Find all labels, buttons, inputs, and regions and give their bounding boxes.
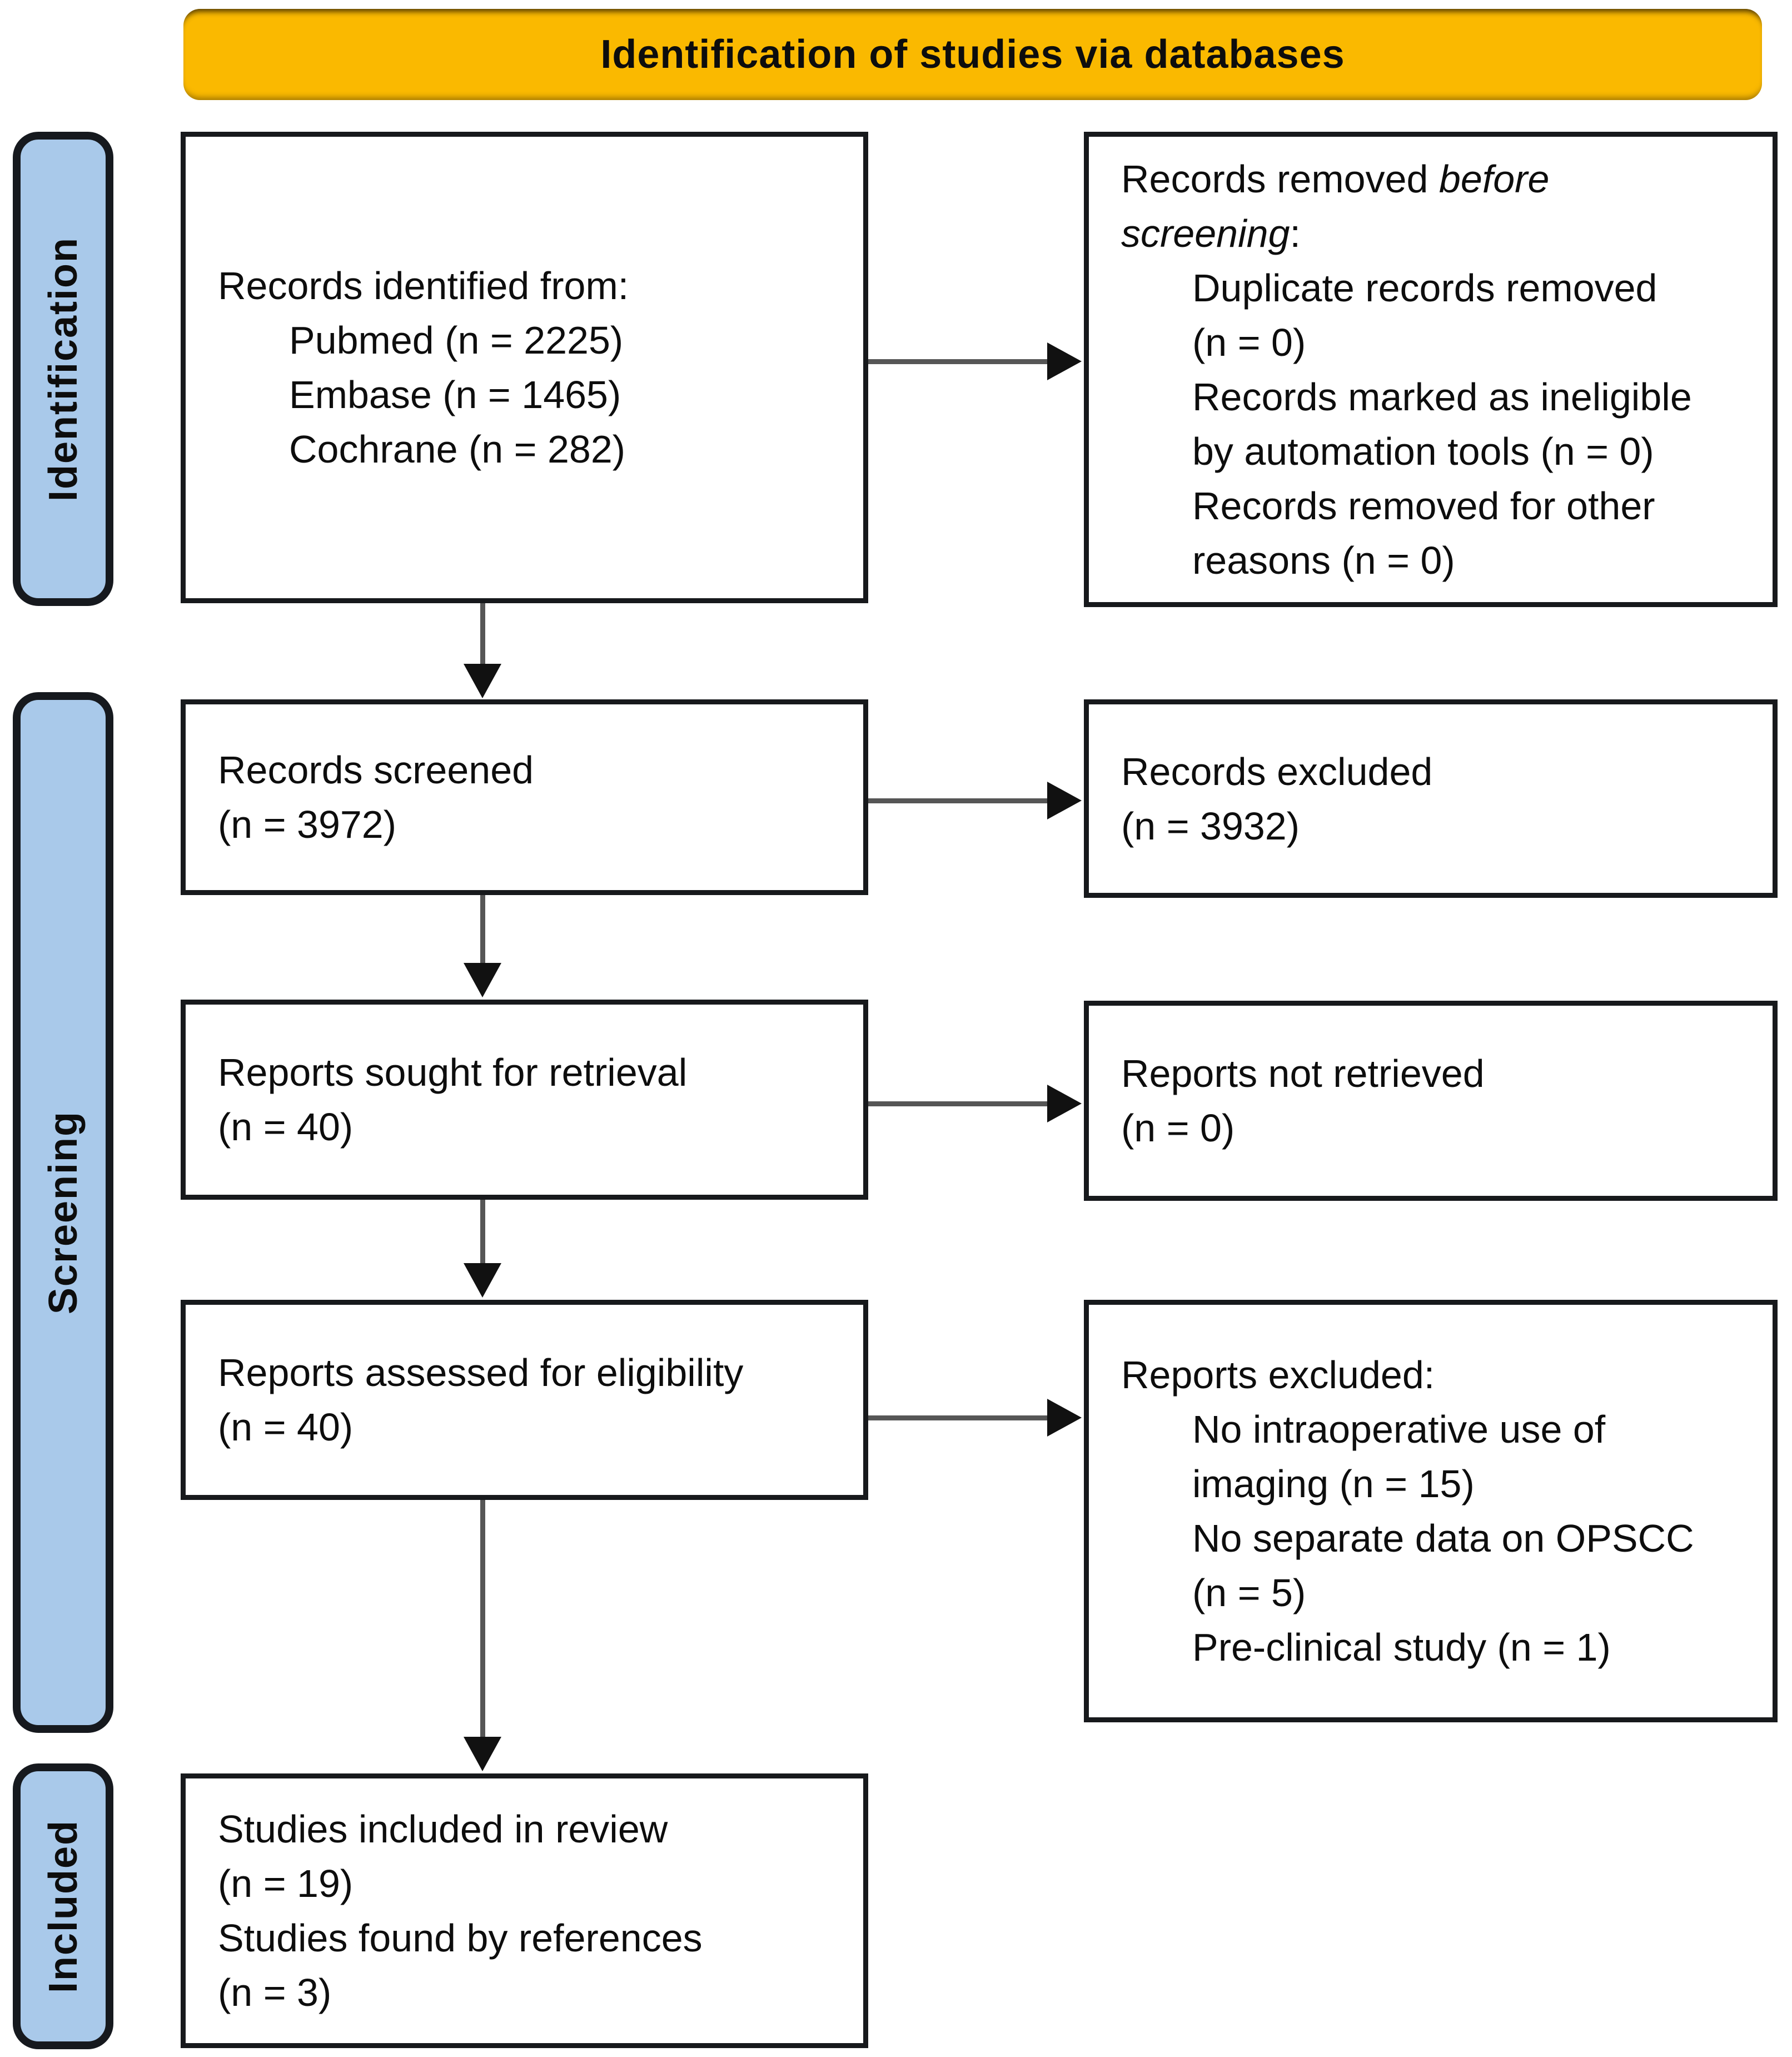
text-line: reasons (n = 0) [1192, 538, 1455, 582]
box-reports-sought-text: Reports sought for retrieval (n = 40) [218, 1045, 850, 1154]
text-line: Embase (n = 1465) [289, 373, 621, 416]
text-line: Records excluded [1121, 749, 1433, 793]
box-records-screened-text: Records screened (n = 3972) [218, 743, 850, 852]
banner-label: Identification of studies via databases [600, 32, 1345, 77]
text-line: Records removed before [1121, 157, 1550, 201]
box-reports-excluded-text: Reports excluded: No intraoperative use o… [1121, 1348, 1759, 1675]
arrow-line [480, 895, 485, 966]
arrow-line [868, 359, 1048, 364]
stage-identification-label: Identification [41, 236, 86, 501]
text-line: No intraoperative use of [1192, 1408, 1606, 1451]
text-line: (n = 40) [218, 1405, 354, 1449]
text-line: Cochrane (n = 282) [289, 428, 626, 471]
text-line: Records marked as ineligible [1192, 375, 1692, 419]
text-line: Pubmed (n = 2225) [289, 319, 624, 362]
box-reports-not-retrieved: Reports not retrieved (n = 0) [1084, 1001, 1778, 1201]
text-line: (n = 0) [1121, 1106, 1235, 1150]
box-reports-assessed: Reports assessed for eligibility (n = 40) [181, 1300, 868, 1500]
text-line: Records identified from: [218, 264, 629, 307]
text-line: (n = 19) [218, 1862, 354, 1905]
box-records-removed: Records removed before screening: Duplicat… [1084, 132, 1778, 607]
banner-identification-via-databases: Identification of studies via databases [183, 9, 1762, 100]
text-line: Records removed for other [1192, 484, 1655, 528]
arrow-line [868, 798, 1048, 803]
text-line: (n = 3) [218, 1971, 332, 2014]
text-line: Studies found by references [218, 1916, 703, 1960]
text-line: screening: [1121, 211, 1301, 255]
box-records-removed-text: Records removed before screening: Duplicat… [1121, 152, 1759, 588]
text-line: Reports not retrieved [1121, 1052, 1485, 1095]
arrow-line [868, 1101, 1048, 1106]
text-line: Reports sought for retrieval [218, 1051, 688, 1094]
arrow-line [480, 603, 485, 667]
text-line: (n = 40) [218, 1105, 354, 1149]
box-records-excluded-text: Records excluded (n = 3932) [1121, 744, 1759, 853]
stage-included: Included [13, 1763, 113, 2049]
arrow-line [480, 1500, 485, 1740]
stage-identification: Identification [13, 132, 113, 606]
arrow-right-head-icon [1047, 782, 1082, 819]
arrow-down-head-icon [464, 963, 501, 997]
arrow-right-head-icon [1047, 342, 1082, 380]
arrow-right-head-icon [1047, 1085, 1082, 1122]
stage-included-label: Included [41, 1819, 86, 1993]
text-line: (n = 3932) [1121, 804, 1300, 848]
arrow-right-head-icon [1047, 1399, 1082, 1437]
text-line: by automation tools (n = 0) [1192, 429, 1654, 473]
text-line: (n = 5) [1192, 1571, 1306, 1614]
box-studies-included-text: Studies included in review (n = 19) Studie… [218, 1802, 850, 2020]
text-line: No separate data on OPSCC [1192, 1517, 1694, 1560]
box-reports-excluded: Reports excluded: No intraoperative use o… [1084, 1300, 1778, 1722]
arrow-down-head-icon [464, 664, 501, 698]
box-reports-sought: Reports sought for retrieval (n = 40) [181, 1000, 868, 1200]
stage-screening-label: Screening [41, 1110, 86, 1315]
text-line: (n = 0) [1192, 320, 1306, 364]
box-studies-included: Studies included in review (n = 19) Studie… [181, 1773, 868, 2048]
box-records-screened: Records screened (n = 3972) [181, 699, 868, 895]
text-line: Studies included in review [218, 1807, 668, 1851]
text-line: imaging (n = 15) [1192, 1462, 1475, 1506]
box-records-excluded: Records excluded (n = 3932) [1084, 699, 1778, 898]
text-line: Pre-clinical study (n = 1) [1192, 1626, 1611, 1669]
text-line: Duplicate records removed [1192, 266, 1657, 310]
arrow-line [480, 1200, 485, 1266]
text-line: Reports assessed for eligibility [218, 1351, 744, 1394]
box-records-identified-text: Records identified from: Pubmed (n = 2225… [218, 259, 850, 476]
arrow-line [868, 1415, 1048, 1420]
box-reports-assessed-text: Reports assessed for eligibility (n = 40) [218, 1345, 850, 1454]
arrow-down-head-icon [464, 1263, 501, 1298]
text-line: (n = 3972) [218, 803, 397, 846]
stage-screening: Screening [13, 692, 113, 1733]
box-reports-not-retrieved-text: Reports not retrieved (n = 0) [1121, 1046, 1759, 1155]
box-records-identified: Records identified from: Pubmed (n = 2225… [181, 132, 868, 603]
arrow-down-head-icon [464, 1737, 501, 1771]
text-line: Records screened [218, 748, 534, 792]
text-line: Reports excluded: [1121, 1353, 1435, 1397]
